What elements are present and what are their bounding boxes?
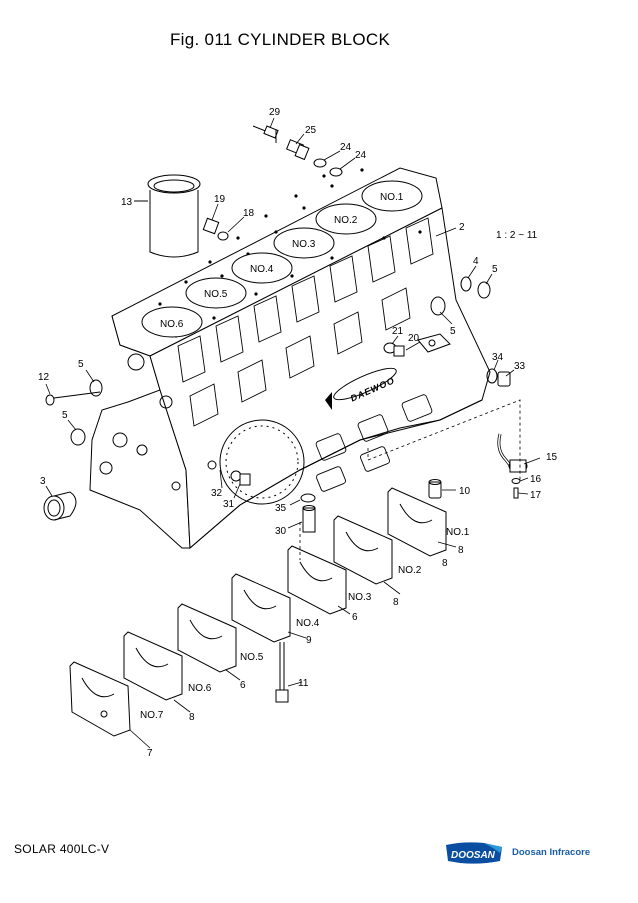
cylinder-bores: NO.1 NO.2 NO.3 NO.4 NO.5 NO.6 — [141, 180, 423, 338]
callout-number: 11 — [298, 678, 309, 689]
bore-no2 — [315, 203, 377, 235]
cap-label: NO.1 — [446, 527, 470, 538]
cover-20-21 — [383, 333, 451, 357]
callout-number: 32 — [211, 488, 223, 499]
callout-number: 24 — [340, 142, 352, 153]
leader-lines — [45, 117, 541, 749]
callout-number: 3 — [40, 476, 46, 487]
callout-number: 24 — [355, 150, 367, 161]
machine-model: SOLAR 400LC-V — [14, 842, 110, 856]
block-side-face — [149, 207, 491, 550]
callout-number: 21 — [392, 326, 404, 337]
bearing-cap-no3 — [287, 545, 347, 615]
cap-label: NO.6 — [188, 683, 212, 694]
callout-number: 30 — [275, 526, 287, 537]
callout-number: 6 — [240, 680, 246, 691]
doosan-logo: DOOSAN Doosan Infracore — [444, 841, 634, 867]
callout-number: 18 — [243, 208, 255, 219]
callout-number: 10 — [459, 486, 471, 497]
callout-number: 5 — [62, 410, 68, 421]
jacket-bays — [177, 217, 434, 427]
callout-number: 19 — [214, 194, 226, 205]
rear-flange — [219, 419, 305, 505]
bearing-cap-no4 — [231, 573, 291, 643]
plug-31-32 — [207, 460, 251, 486]
doosan-wordmark-logo: DOOSAN — [446, 842, 502, 864]
bore-no4 — [231, 252, 293, 284]
bearing-cap-no5 — [177, 603, 237, 673]
bore-label: NO.4 — [250, 264, 274, 275]
main-bearing-bolt — [275, 642, 289, 703]
bushing — [43, 491, 77, 521]
dowel — [428, 479, 442, 499]
callout-number: 15 — [546, 452, 558, 463]
callout-number: 6 — [352, 612, 358, 623]
cylinder-liner — [134, 174, 201, 258]
bore-label: NO.5 — [204, 289, 228, 300]
bearing-caps — [69, 487, 447, 737]
bore-no6 — [141, 306, 203, 338]
callout-number: 31 — [223, 499, 235, 510]
cap-label: NO.5 — [240, 652, 264, 663]
callout-number: 5 — [492, 264, 498, 275]
callout-number: 9 — [306, 635, 312, 646]
callout-number: 8 — [442, 558, 448, 569]
bearing-cap-no2 — [333, 515, 393, 585]
callout-number: 8 — [393, 597, 399, 608]
cap-label: NO.4 — [296, 618, 320, 629]
bearing-cap-no7 — [69, 661, 131, 737]
bore-label: NO.2 — [334, 215, 358, 226]
sensor-parts — [252, 125, 343, 177]
plug-19-18 — [202, 217, 229, 241]
brand-company: Doosan Infracore — [512, 847, 591, 858]
callout-number: 29 — [269, 107, 281, 118]
callout-number: 16 — [530, 474, 542, 485]
callout-number: 12 — [38, 372, 50, 383]
callout-number: 5 — [450, 326, 456, 337]
cap-label: NO.7 — [140, 710, 164, 721]
callout-number: 25 — [305, 125, 317, 136]
callout-number: 2 — [459, 222, 465, 233]
callout-number: 34 — [492, 352, 504, 363]
oil-pipe — [497, 433, 528, 499]
bore-no5 — [185, 277, 247, 309]
bearing-cap-no1 — [387, 487, 447, 557]
callout-number: 17 — [530, 490, 542, 501]
callout-number: 13 — [121, 197, 133, 208]
dowel-30-35 — [300, 493, 316, 533]
figure-title: Fig. 011 CYLINDER BLOCK — [170, 30, 391, 49]
bearing-cap-no6 — [123, 631, 183, 701]
bore-label: NO.3 — [292, 239, 316, 250]
bore-label: NO.1 — [380, 192, 404, 203]
callout-number: 1 : 2 ~ 11 — [496, 230, 538, 241]
cap-label: NO.2 — [398, 565, 422, 576]
lower-panels — [315, 394, 433, 492]
callout-number: 20 — [408, 333, 420, 344]
callout-number: 7 — [147, 748, 153, 759]
bore-label: NO.6 — [160, 319, 184, 330]
bore-no1 — [361, 180, 423, 212]
seal-rings-left — [45, 379, 103, 446]
callout-number: 5 — [78, 359, 84, 370]
callout-number: 35 — [275, 503, 287, 514]
callout-numbers: 29 25 24 24 13 19 18 2 1 : 2 ~ 11 4 5 5 … — [38, 107, 558, 759]
plug-33-34 — [486, 368, 511, 387]
callout-number: 8 — [189, 712, 195, 723]
bore-no3 — [273, 227, 335, 259]
brand-wordmark: DOOSAN — [451, 850, 496, 861]
callout-number: 33 — [514, 361, 526, 372]
callout-number: 4 — [473, 256, 479, 267]
cap-label: NO.3 — [348, 592, 372, 603]
callout-number: 8 — [458, 545, 464, 556]
seal-rings-right — [430, 276, 491, 316]
